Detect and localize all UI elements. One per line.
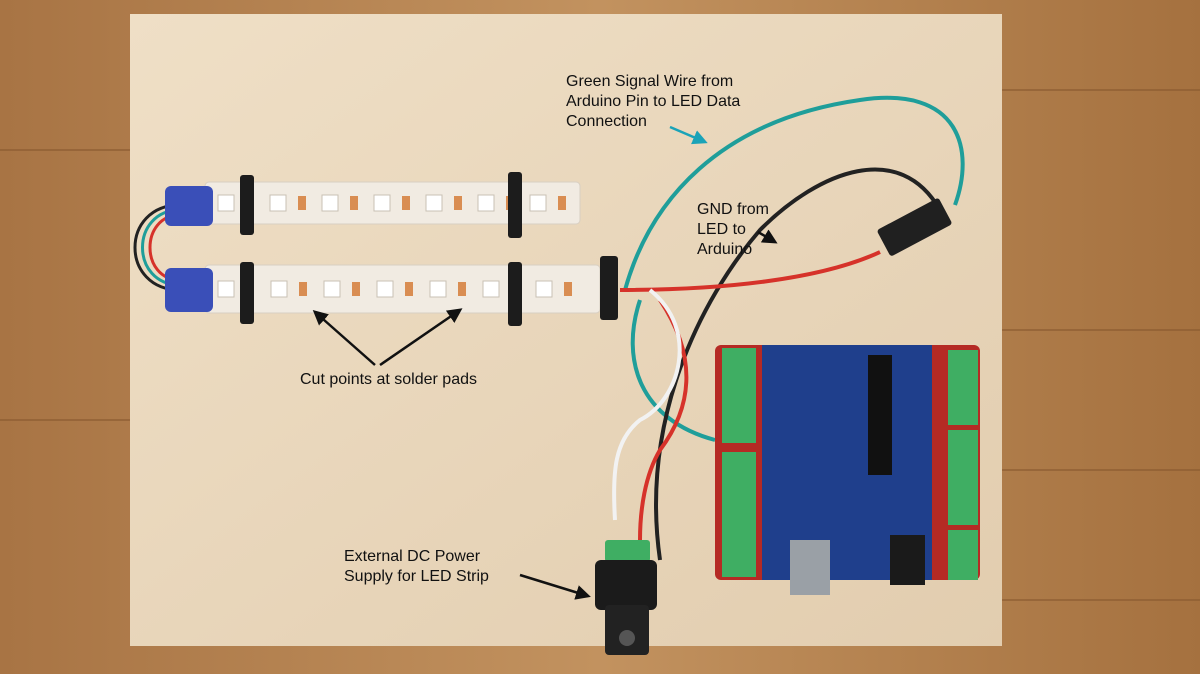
led-pixel [376, 280, 394, 298]
led-pixel [270, 280, 288, 298]
led-strip-lower [204, 264, 601, 314]
led-pixel [373, 194, 391, 212]
zip-ties [240, 172, 618, 326]
led-pixel [429, 280, 447, 298]
solder-pad [454, 196, 462, 210]
solder-pad [350, 196, 358, 210]
green-signal-wire [623, 95, 965, 442]
cut-points-label: Cut points at solder pads [300, 371, 477, 388]
annotation-arrows [312, 125, 778, 600]
led-pixel [425, 194, 443, 212]
signal-arrow [669, 125, 708, 145]
jst-connector [877, 198, 952, 256]
gnd-arrow [757, 229, 778, 244]
power-arrow [519, 573, 591, 600]
led-pixel [529, 194, 547, 212]
solder-pad [402, 196, 410, 210]
led-pixel [269, 194, 287, 212]
solder-pad [558, 196, 566, 210]
led-pixel [217, 194, 235, 212]
solder-pad [299, 282, 307, 296]
arduino-screw-shield [715, 345, 980, 595]
solder-pad [564, 282, 572, 296]
gnd-wire-label: GND from LED to Arduino [697, 201, 769, 258]
end-cap-upper [165, 186, 213, 226]
power-supply-label: External DC Power Supply for LED Strip [344, 548, 489, 585]
solder-pad [352, 282, 360, 296]
end-cap-lower [165, 268, 213, 312]
cut-arrow-right [379, 308, 463, 367]
table-planks [0, 89, 1200, 601]
red-power-wire [619, 250, 881, 541]
solder-pad [405, 282, 413, 296]
led-pixel [482, 280, 500, 298]
led-pixel [323, 280, 341, 298]
solder-pad [298, 196, 306, 210]
dc-power-jack [595, 540, 657, 655]
led-pixel [477, 194, 495, 212]
led-pixel [321, 194, 339, 212]
led-pixel [535, 280, 553, 298]
solder-pad [458, 282, 466, 296]
led-strip-upper [204, 181, 581, 225]
cut-arrow-left [312, 310, 376, 366]
signal-wire-label: Green Signal Wire from Arduino Pin to LE… [566, 73, 741, 130]
led-pixel [217, 280, 235, 298]
white-wire [612, 288, 682, 521]
